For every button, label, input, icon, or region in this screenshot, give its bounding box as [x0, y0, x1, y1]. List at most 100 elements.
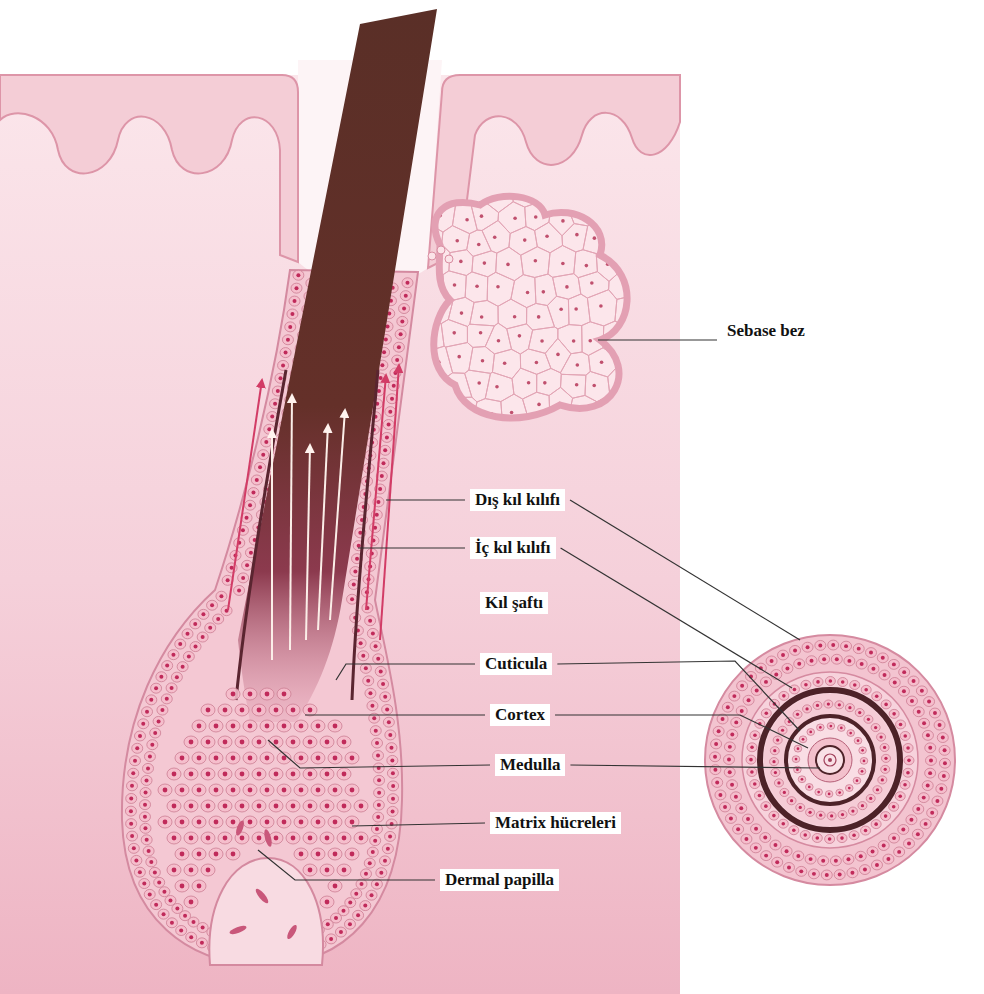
cell-nucleus [715, 780, 719, 784]
cell-nucleus [387, 423, 391, 427]
cuticle-ring [786, 716, 874, 804]
cell-nucleus [922, 796, 926, 800]
cell-nucleus [402, 307, 406, 311]
cell-nucleus [385, 435, 389, 439]
outer-root-sheath [705, 635, 955, 885]
section-cell [741, 834, 752, 844]
sheath-cell [125, 806, 136, 816]
cell-nucleus [265, 820, 270, 825]
sheath-cell [293, 270, 304, 280]
cell-nucleus [893, 681, 897, 685]
cell-nucleus [744, 837, 748, 841]
cell-nucleus [774, 771, 777, 774]
cell-nucleus [593, 193, 597, 197]
matrix-cell [218, 704, 232, 716]
cell-nucleus [575, 383, 579, 387]
section-cell [918, 793, 929, 803]
section-cell [881, 812, 891, 821]
sheath-cell [360, 901, 371, 911]
cell-nucleus [729, 816, 733, 820]
sheath-cell [157, 705, 168, 715]
cell-nucleus [830, 725, 833, 728]
cell-nucleus [561, 219, 565, 223]
cell-nucleus [829, 679, 833, 683]
cell-nucleus [781, 653, 785, 657]
section-cell [932, 796, 943, 806]
cell-nucleus [200, 941, 204, 945]
sheath-cell [282, 335, 293, 345]
section-cell [760, 833, 771, 843]
section-cell [793, 851, 804, 861]
sheath-cell [372, 738, 383, 748]
sheath-cell [364, 858, 375, 868]
matrix-cell [354, 832, 368, 844]
cell-nucleus [206, 836, 211, 841]
cell-nucleus [130, 784, 134, 788]
sheath-cell [126, 819, 137, 829]
cell-nucleus [841, 680, 845, 684]
leader-line [598, 339, 717, 340]
cell-nucleus [777, 781, 780, 784]
matrix-cell [184, 896, 198, 908]
section-cell [838, 811, 847, 819]
cell-nucleus [388, 834, 392, 838]
cell-nucleus [390, 397, 394, 401]
gland-cell [618, 330, 650, 377]
cell-nucleus [929, 758, 933, 762]
cell-nucleus [827, 702, 830, 705]
cell-nucleus [838, 873, 842, 877]
cross-section [705, 635, 955, 885]
section-cell [781, 846, 792, 856]
cell-nucleus [189, 804, 194, 809]
section-cell [801, 680, 811, 689]
gland-cell [614, 386, 650, 440]
sheath-cell [141, 775, 152, 785]
matrix-cell [328, 848, 342, 860]
section-cell [889, 833, 900, 843]
sheath-cell [388, 794, 399, 804]
cell-nucleus [764, 854, 768, 858]
leader-line [358, 547, 465, 548]
cell-nucleus [930, 811, 934, 815]
cell-nucleus [867, 718, 870, 721]
cell-nucleus [261, 453, 265, 457]
cell-nucleus [907, 759, 911, 763]
cell-nucleus [189, 900, 194, 905]
cell-nucleus [392, 384, 396, 388]
cell-nucleus [308, 804, 313, 809]
cell-nucleus [383, 695, 387, 699]
gland-cell [605, 180, 650, 201]
sheath-cell [156, 672, 167, 682]
sheath-cell [373, 800, 384, 810]
cell-nucleus [372, 716, 376, 720]
cell-nucleus [480, 214, 484, 218]
gland-cell [558, 325, 582, 354]
section-cell [855, 851, 866, 861]
cell-nucleus [431, 387, 435, 391]
cell-nucleus [620, 243, 624, 247]
gland-cell [470, 300, 498, 325]
cell-nucleus [561, 262, 565, 266]
cell-nucleus [214, 724, 219, 729]
cell-nucleus [379, 669, 383, 673]
sheath-cell [370, 523, 381, 533]
cell-nucleus [764, 680, 768, 684]
matrix-cell [184, 800, 198, 812]
sheath-layer [742, 672, 918, 848]
cell-nucleus [863, 868, 867, 872]
sheath-cell [143, 763, 154, 773]
section-cell [881, 700, 891, 709]
cell-nucleus [342, 868, 347, 873]
cell-nucleus [753, 733, 757, 737]
cell-nucleus [898, 794, 902, 798]
matrix-cell [354, 800, 368, 812]
section-cell [877, 733, 886, 741]
cell-nucleus [391, 784, 395, 788]
matrix-cell [201, 704, 215, 716]
cell-nucleus [575, 233, 579, 237]
cell-nucleus [481, 359, 485, 363]
cell-nucleus [901, 828, 905, 832]
cell-nucleus [178, 642, 182, 646]
sheath-cell [221, 606, 232, 616]
matrix-cell [328, 880, 342, 892]
